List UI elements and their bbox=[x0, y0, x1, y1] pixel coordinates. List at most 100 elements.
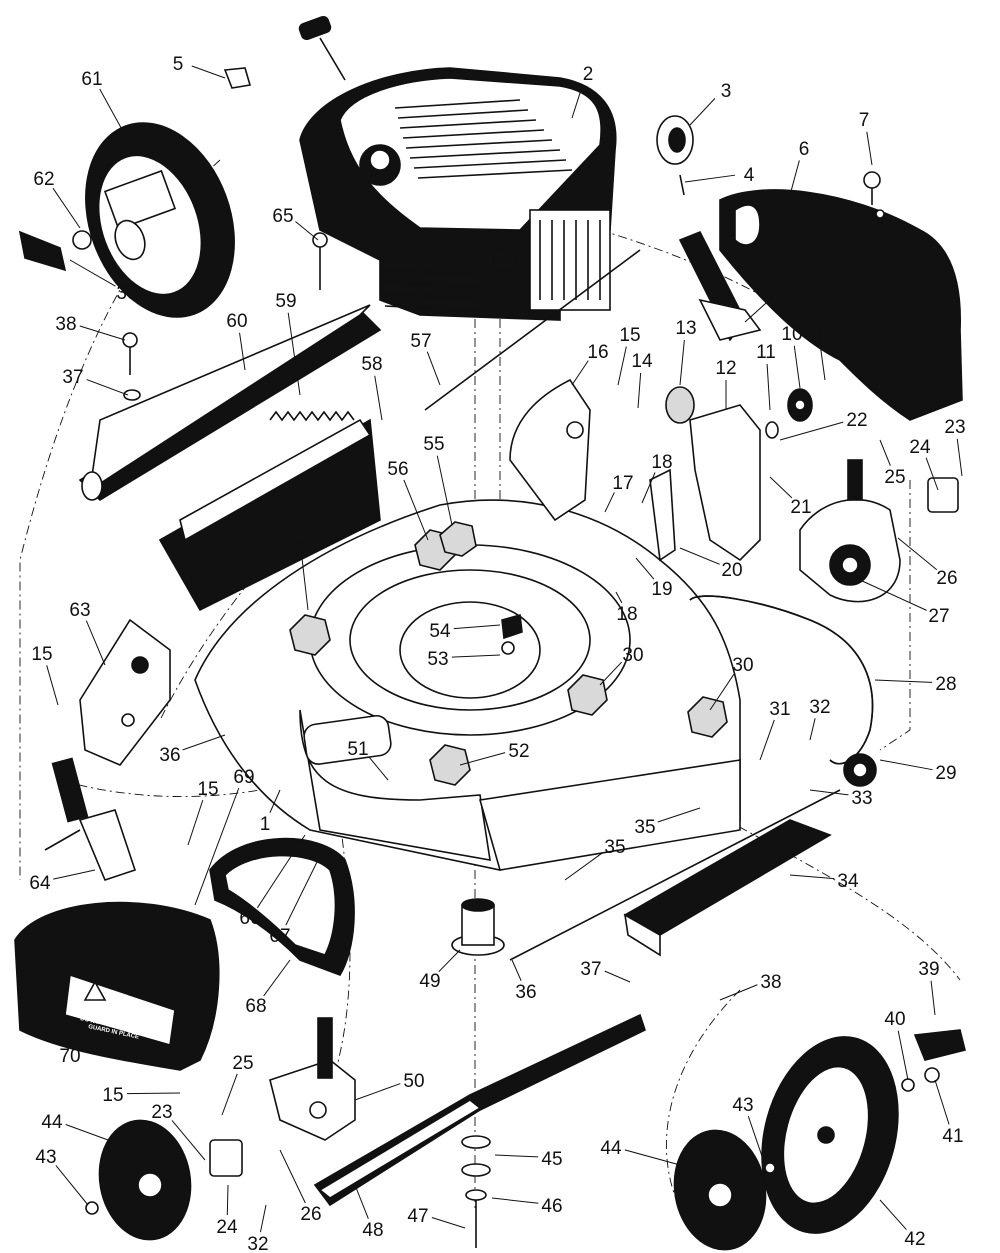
callout-label-31: 31 bbox=[769, 699, 790, 720]
leader-line-25 bbox=[221, 1073, 238, 1116]
blade-adapter bbox=[501, 613, 523, 655]
leader-line-70 bbox=[76, 1029, 89, 1046]
leader-line-11 bbox=[766, 363, 771, 411]
leader-line-19 bbox=[635, 557, 655, 580]
leader-line-33 bbox=[809, 789, 849, 796]
rear-deflector bbox=[158, 418, 381, 612]
callout-label-43: 43 bbox=[732, 1095, 753, 1116]
callout-label-10: 10 bbox=[781, 324, 802, 345]
wheel-cover-left bbox=[85, 1119, 192, 1241]
front-axle bbox=[509, 789, 841, 961]
callout-label-70: 70 bbox=[59, 1046, 80, 1067]
hub-cap-right bbox=[901, 1029, 966, 1092]
leader-line-44 bbox=[65, 1124, 109, 1141]
leader-line-26 bbox=[897, 537, 938, 571]
leader-line-28 bbox=[874, 679, 933, 683]
callout-label-35: 35 bbox=[634, 817, 655, 838]
leader-line-5 bbox=[191, 65, 226, 79]
callout-label-41: 41 bbox=[942, 1126, 963, 1147]
callout-label-44: 44 bbox=[41, 1112, 63, 1133]
callout-label-2: 2 bbox=[583, 64, 594, 85]
callout-label-62: 62 bbox=[33, 169, 54, 190]
leader-line-25 bbox=[879, 439, 891, 466]
leader-line-30 bbox=[599, 661, 623, 686]
callout-label-53: 53 bbox=[427, 649, 448, 670]
callout-label-45: 45 bbox=[541, 1149, 562, 1170]
leader-line-15 bbox=[46, 665, 59, 706]
leader-line-9 bbox=[817, 330, 826, 381]
hinge-bracket bbox=[269, 1017, 356, 1141]
leader-line-35 bbox=[657, 807, 701, 823]
bag-frame bbox=[209, 837, 355, 976]
callout-label-39: 39 bbox=[116, 283, 137, 304]
leader-line-51 bbox=[368, 756, 389, 781]
callout-label-26: 26 bbox=[300, 1204, 321, 1225]
callout-label-19: 19 bbox=[651, 579, 672, 600]
leader-line-40 bbox=[897, 1030, 909, 1081]
callout-label-13: 13 bbox=[675, 318, 696, 339]
bolt bbox=[312, 232, 328, 290]
callout-label-25: 25 bbox=[884, 467, 905, 488]
callout-label-26: 26 bbox=[936, 568, 957, 589]
leader-line-15 bbox=[187, 799, 204, 846]
callout-label-67: 67 bbox=[269, 926, 290, 947]
blade-adapter-sleeve bbox=[451, 898, 505, 956]
pulley bbox=[656, 115, 694, 196]
leader-line-67 bbox=[285, 859, 319, 926]
mower-deck bbox=[194, 499, 741, 871]
height-adjuster-right bbox=[509, 378, 591, 522]
screw-and-washer bbox=[122, 332, 141, 401]
leader-line-52 bbox=[459, 752, 506, 766]
rear-flap bbox=[623, 819, 832, 957]
callout-label-22: 22 bbox=[846, 410, 867, 431]
leader-line-8 bbox=[744, 297, 773, 323]
callout-label-18: 18 bbox=[616, 604, 637, 625]
leader-line-49 bbox=[438, 949, 461, 973]
assembly-line-height-adjuster bbox=[879, 480, 911, 751]
callout-label-11: 11 bbox=[756, 342, 776, 363]
wheel-cover-right bbox=[673, 1129, 776, 1251]
callout-label-17: 17 bbox=[612, 473, 633, 494]
leader-line-31 bbox=[759, 719, 775, 761]
leader-line-41 bbox=[934, 1079, 950, 1125]
leader-line-29 bbox=[879, 759, 933, 771]
callout-label-65: 65 bbox=[272, 206, 293, 227]
callout-label-55: 55 bbox=[423, 434, 444, 455]
callout-label-25: 25 bbox=[232, 1053, 253, 1074]
callout-label-68: 68 bbox=[245, 996, 266, 1017]
leader-line-56 bbox=[403, 479, 429, 541]
callout-label-24: 24 bbox=[216, 1217, 238, 1238]
callout-label-6: 6 bbox=[799, 139, 810, 160]
leader-line-30 bbox=[709, 673, 735, 711]
callout-label-14: 14 bbox=[631, 351, 653, 372]
callout-label-56: 56 bbox=[387, 459, 408, 480]
callout-label-15: 15 bbox=[31, 644, 52, 665]
assembly-line-left-bracket bbox=[159, 469, 351, 721]
callout-label-23: 23 bbox=[151, 1102, 172, 1123]
leader-line-7 bbox=[866, 131, 873, 166]
leader-line-55 bbox=[436, 455, 453, 526]
leader-line-35 bbox=[301, 556, 309, 611]
leader-line-36 bbox=[511, 959, 522, 981]
engine bbox=[299, 67, 617, 321]
leader-line-37 bbox=[604, 970, 631, 983]
callout-label-3: 3 bbox=[721, 81, 732, 102]
leader-line-61 bbox=[99, 88, 126, 136]
callout-label-38: 38 bbox=[55, 314, 76, 335]
leader-line-32 bbox=[809, 718, 816, 741]
wheel-rear-left bbox=[85, 122, 235, 318]
callout-label-46: 46 bbox=[541, 1196, 562, 1217]
leader-line-54 bbox=[453, 624, 501, 630]
leader-line-65 bbox=[295, 221, 319, 241]
callout-label-47: 47 bbox=[407, 1206, 428, 1227]
callout-label-16: 16 bbox=[587, 342, 608, 363]
callout-label-33: 33 bbox=[851, 788, 872, 809]
leader-line-6 bbox=[789, 160, 800, 196]
leader-line-62 bbox=[52, 187, 81, 229]
leader-line-60 bbox=[239, 332, 246, 371]
leader-line-38 bbox=[719, 984, 758, 1001]
callout-label-5: 5 bbox=[173, 54, 184, 75]
callout-label-61: 61 bbox=[81, 69, 102, 90]
callout-label-23: 23 bbox=[944, 417, 965, 438]
leader-line-42 bbox=[879, 1199, 907, 1230]
